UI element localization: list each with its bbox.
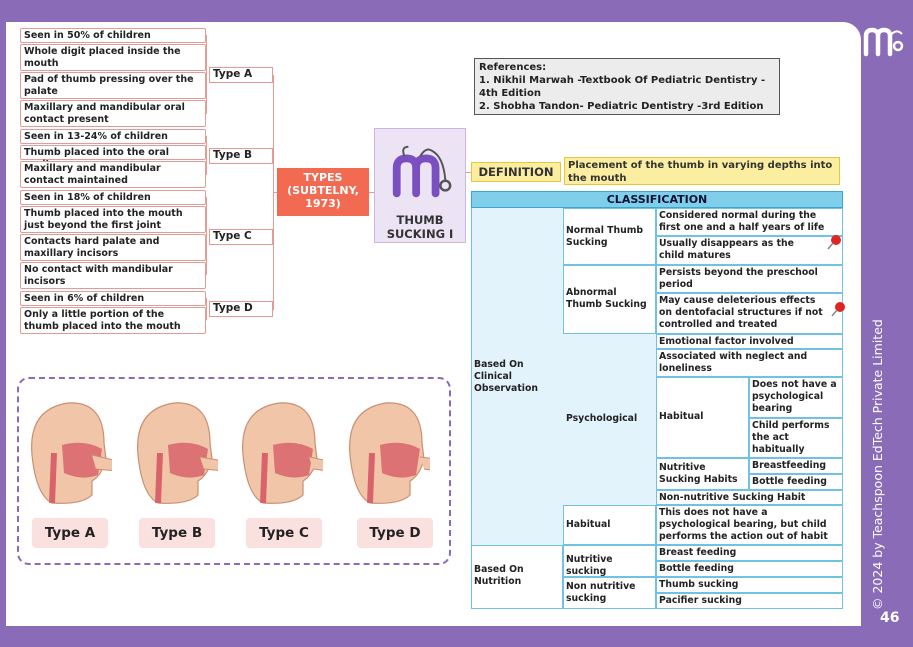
types-heading: TYPES (SUBTELNY, 1973) — [277, 168, 369, 216]
bracket-line — [206, 197, 207, 275]
references-title: References: — [479, 62, 547, 73]
definition-text: Placement of the thumb in varying depths… — [564, 157, 840, 185]
pushpin-icon — [827, 235, 841, 250]
type-b-point: Thumb placed into the oral cavity — [20, 145, 206, 170]
type-c-point: Seen in 18% of children — [20, 190, 206, 205]
illustration-label-type-c: Type C — [246, 518, 322, 548]
type-b-label: Type B — [209, 148, 273, 164]
habitual-sub-point: Does not have a psychological bearing — [749, 377, 843, 418]
pushpin-icon — [831, 302, 845, 317]
habitual-sub-label: Habitual — [656, 377, 749, 458]
nutritive-habits-label: Nutritive Sucking Habits — [656, 458, 749, 490]
definition-label: DEFINITION — [471, 162, 561, 182]
abnormal-point: Persists beyond the preschool period — [656, 265, 843, 293]
topic-title: THUMB SUCKING I — [386, 213, 454, 241]
nutritive-item: Breast feeding — [656, 545, 843, 561]
habitual-label: Habitual — [563, 505, 656, 545]
habitual-text: This does not have a psychological beari… — [656, 505, 843, 545]
trunk-link — [273, 192, 278, 193]
nutritive-item: Bottle feeding — [656, 561, 843, 577]
head-illustration-type-a — [31, 402, 112, 504]
non-nutritive-sucking-label: Non nutritive sucking — [563, 577, 656, 609]
bracket-line — [206, 35, 207, 114]
illustration-label-type-b: Type B — [139, 518, 215, 548]
head-illustration-type-c — [242, 402, 323, 504]
non-nutritive-habit: Non-nutritive Sucking Habit — [656, 490, 843, 505]
link-line — [466, 172, 472, 173]
classification-title: CLASSIFICATION — [471, 191, 843, 208]
type-c-point: Thumb placed into the mouth just beyond … — [20, 206, 206, 233]
nutrition-label: Based On Nutrition — [471, 545, 563, 609]
reference-item: 1. Nikhil Marwah -Textbook Of Pediatric … — [479, 75, 766, 99]
nutritive-habit-item: Breastfeeding — [749, 458, 843, 474]
reference-item: 2. Shobha Tandon- Pediatric Dentistry -3… — [479, 101, 764, 112]
nutritive-habit-item: Bottle feeding — [749, 474, 843, 490]
type-a-point: Maxillary and mandibular oral contact pr… — [20, 100, 206, 127]
references-box: References: 1. Nikhil Marwah -Textbook O… — [474, 58, 780, 115]
head-illustration-type-d — [349, 402, 430, 504]
link-line — [369, 192, 375, 193]
abnormal-thumb-sucking-label: Abnormal Thumb Sucking — [563, 265, 656, 334]
type-c-label: Type C — [209, 229, 273, 245]
psychological-label: Psychological — [566, 413, 638, 424]
psychological-point: Associated with neglect and loneliness — [656, 349, 843, 377]
nutritive-sucking-label: Nutritive sucking — [563, 545, 656, 577]
illustration-label-type-a: Type A — [32, 518, 108, 548]
normal-thumb-sucking-label: Normal Thumb Sucking — [563, 208, 656, 265]
type-a-point: Pad of thumb pressing over the palate — [20, 72, 206, 99]
type-b-point: Seen in 13-24% of children — [20, 129, 206, 144]
non-nutritive-item: Pacifier sucking — [656, 593, 843, 609]
type-a-label: Type A — [209, 67, 273, 83]
normal-point: Usually disappears as the child matures — [656, 236, 843, 265]
page-number: 46 — [880, 610, 900, 626]
abnormal-point: May cause deleterious effects on dentofa… — [656, 293, 843, 334]
type-a-point: Seen in 50% of children — [20, 28, 206, 43]
type-c-point: No contact with mandibular incisors — [20, 262, 206, 289]
copyright-notice: © 2024 by Teachspoon EdTech Private Limi… — [870, 319, 885, 610]
clinical-observation-label: Based On Clinical Observation — [474, 359, 538, 394]
type-b-point: Maxillary and mandibular contact maintai… — [20, 161, 206, 188]
non-nutritive-item: Thumb sucking — [656, 577, 843, 593]
type-d-point: Seen in 6% of children — [20, 291, 206, 306]
habitual-sub-point: Child performs the act habitually — [749, 418, 843, 458]
normal-point: Considered normal during the first one a… — [656, 208, 843, 236]
type-d-label: Type D — [209, 301, 273, 317]
psychological-point: Emotional factor involved — [656, 334, 843, 349]
bracket-line — [206, 298, 207, 320]
topic-box: THUMB SUCKING I — [374, 128, 466, 243]
brand-logo-icon — [392, 145, 452, 198]
type-d-point: Only a little portion of the thumb place… — [20, 307, 206, 334]
head-illustration-type-b — [137, 402, 218, 504]
brand-logo-icon — [863, 27, 904, 57]
type-c-point: Contacts hard palate and maxillary incis… — [20, 234, 206, 261]
bracket-line — [206, 136, 207, 175]
illustration-label-type-d: Type D — [357, 518, 433, 548]
type-a-point: Whole digit placed inside the mouth — [20, 44, 206, 71]
